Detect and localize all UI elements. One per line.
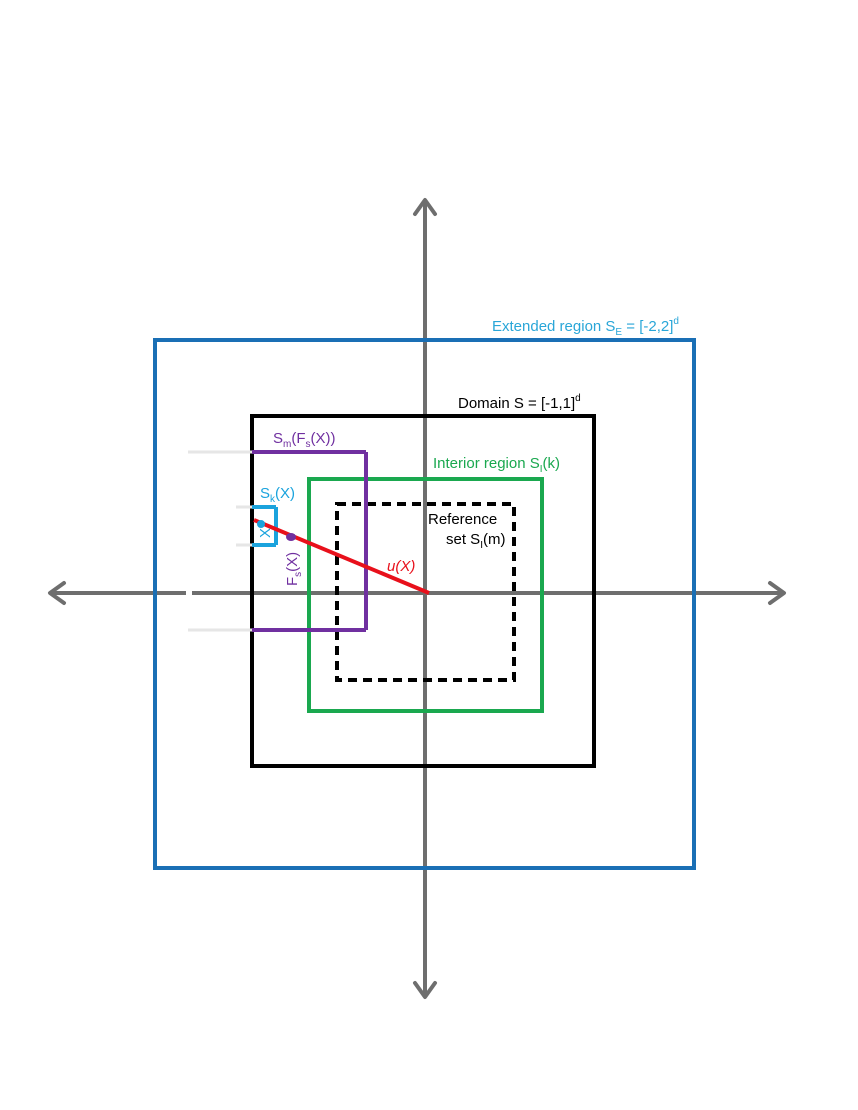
extended-region-box bbox=[153, 338, 696, 870]
x-label: X bbox=[257, 528, 274, 538]
sk-box bbox=[236, 505, 278, 547]
fs-label: Fs(X) bbox=[284, 552, 304, 586]
reference-label-line1: Reference bbox=[428, 511, 497, 528]
domain-box bbox=[250, 414, 596, 768]
fs-point bbox=[286, 533, 296, 541]
top-arrowhead bbox=[413, 198, 437, 216]
axes bbox=[48, 198, 786, 999]
interior-region-box bbox=[307, 477, 544, 713]
u-vector-line bbox=[253, 518, 430, 595]
bottom-arrowhead bbox=[413, 981, 437, 999]
sm-box bbox=[188, 450, 368, 632]
sk-label: Sk(X) bbox=[260, 485, 295, 505]
axis-gap bbox=[186, 588, 192, 598]
interior-region-label: Interior region SI(k) bbox=[433, 455, 560, 475]
extended-region-label: Extended region SE = [-2,2]d bbox=[492, 316, 679, 338]
x-point bbox=[257, 520, 265, 528]
reference-label-line2: set SI(m) bbox=[446, 531, 505, 551]
domain-label: Domain S = [-1,1]d bbox=[458, 393, 581, 412]
right-arrowhead bbox=[768, 581, 786, 605]
left-arrowhead bbox=[48, 581, 66, 605]
reference-set-box bbox=[335, 502, 516, 682]
sm-label: Sm(Fs(X)) bbox=[273, 430, 336, 450]
u-label: u(X) bbox=[387, 558, 415, 575]
